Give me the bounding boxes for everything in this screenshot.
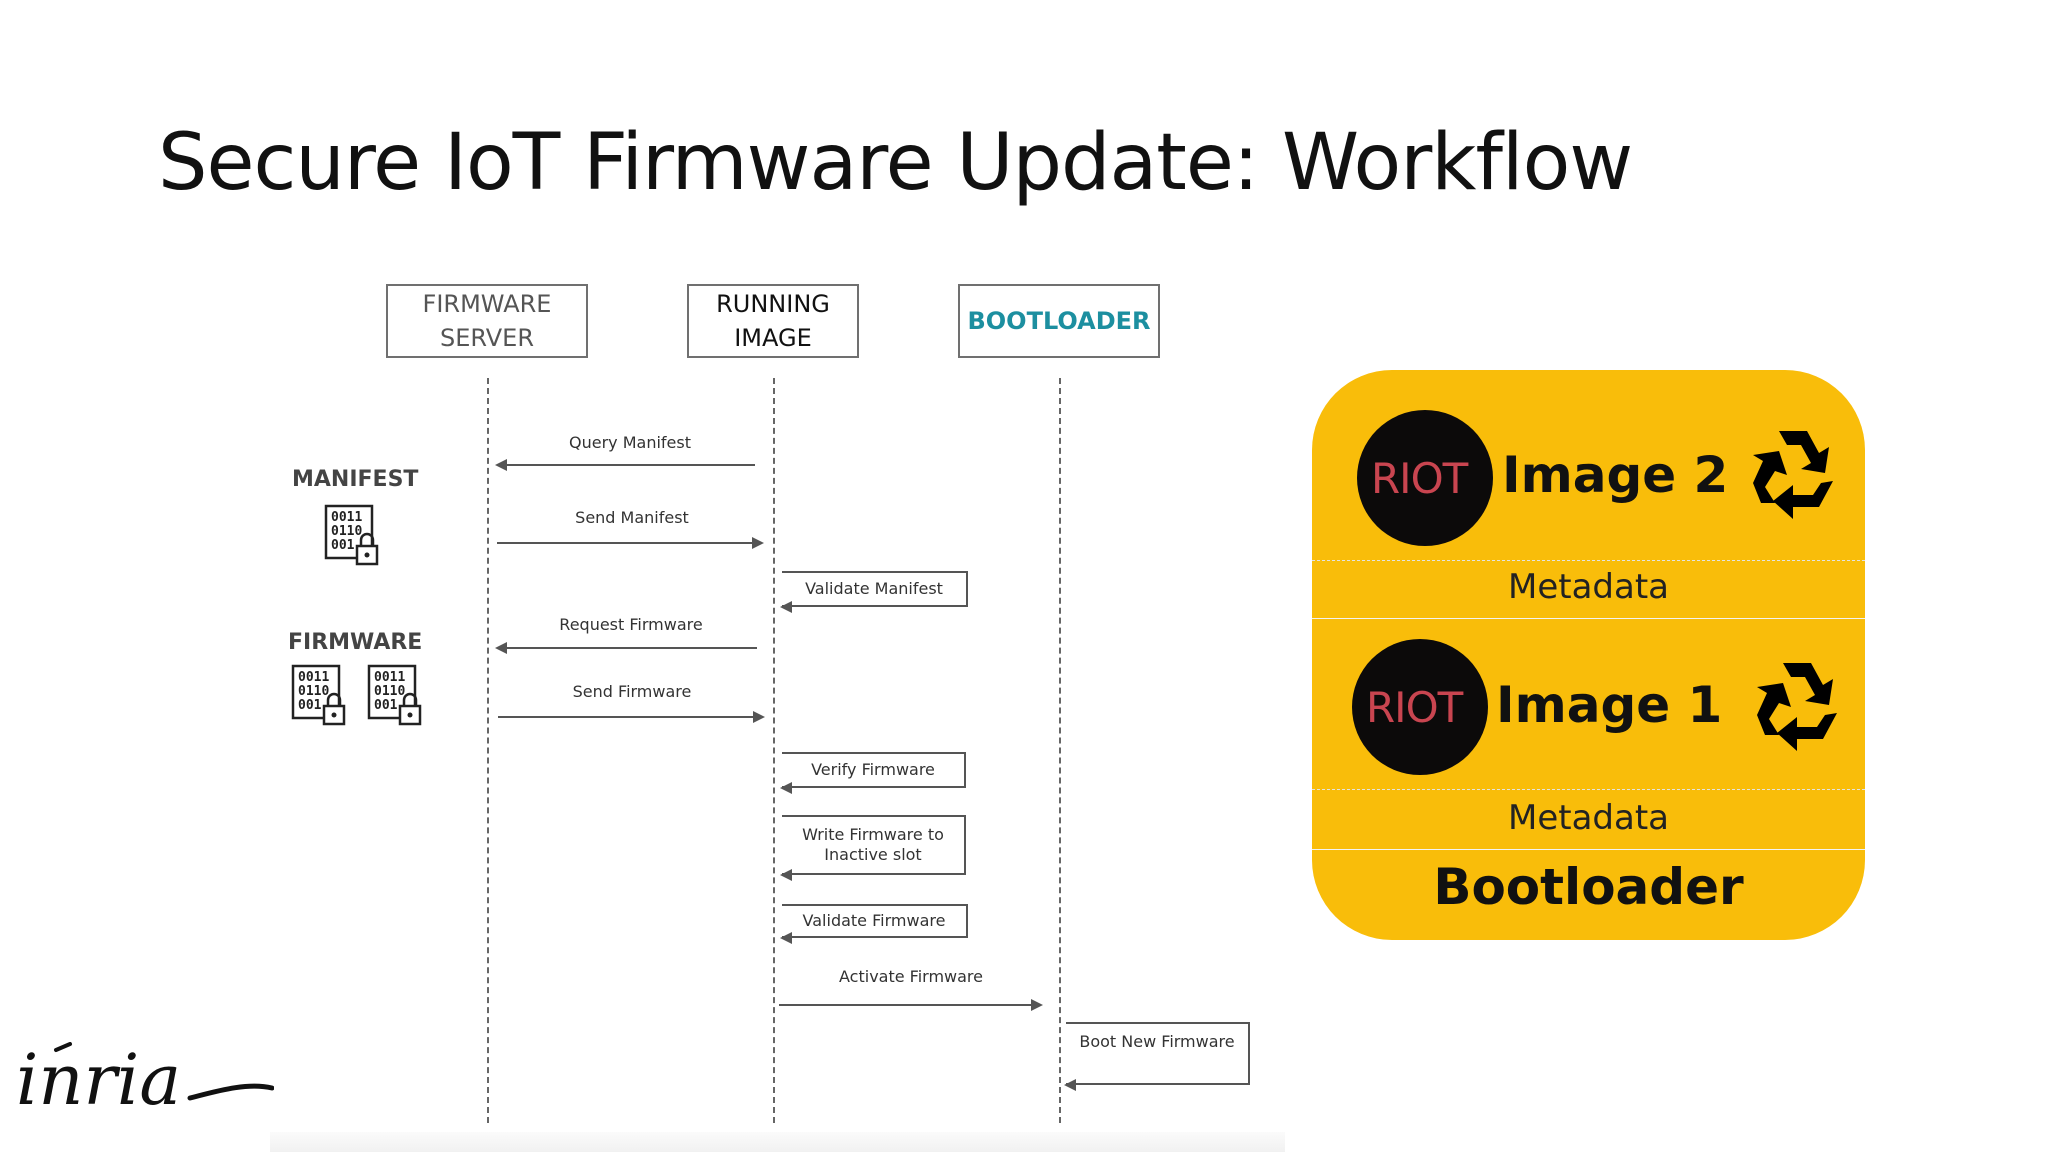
binary-line: 0011 xyxy=(374,670,405,685)
riot-logo-image1: RIOT xyxy=(1352,639,1488,775)
separator xyxy=(1312,560,1865,561)
bootloader-region-label: Bootloader xyxy=(1433,858,1744,916)
riot-logo-text: RIOT xyxy=(1366,683,1463,732)
firmware-label: FIRMWARE xyxy=(288,630,423,655)
bottom-strip xyxy=(270,1132,1285,1152)
separator xyxy=(1312,849,1865,850)
lane-firmware-server-label: FIRMWARE SERVER xyxy=(422,290,552,352)
memory-layout-panel: RIOT Image 2 Metadata RIOT Image 1 Metad xyxy=(1312,370,1865,940)
lane-bootloader-label: BOOTLOADER xyxy=(967,307,1151,335)
slide-title: Secure IoT Firmware Update: Workflow xyxy=(158,118,1633,208)
binary-line: 0110 xyxy=(374,684,405,699)
lifeline-running-image xyxy=(773,378,775,1123)
message-query-manifest-arrow xyxy=(495,459,755,471)
message-validate-firmware: Validate Firmware xyxy=(780,904,968,944)
binary-file-lock-icon: 0011 0110 001 xyxy=(367,664,422,726)
message-query-manifest-label: Query Manifest xyxy=(569,433,691,452)
binary-line: 0110 xyxy=(298,684,329,699)
lane-running-image-label: RUNNING IMAGE xyxy=(716,290,830,352)
binary-file-lock-icon: 0011 0110 001 xyxy=(291,664,346,726)
binary-line: 0110 xyxy=(331,524,362,539)
metadata-image2: Metadata xyxy=(1507,567,1669,607)
lane-running-image: RUNNING IMAGE xyxy=(687,284,859,358)
lifeline-bootloader xyxy=(1059,378,1061,1123)
message-send-manifest-arrow xyxy=(497,537,764,549)
recycle-icon xyxy=(1757,663,1837,751)
manifest-label: MANIFEST xyxy=(292,467,419,492)
metadata-image1: Metadata xyxy=(1507,798,1669,838)
message-verify-firmware: Verify Firmware xyxy=(780,752,966,794)
binary-line: 0011 xyxy=(298,670,329,685)
message-boot-new-firmware: Boot New Firmware xyxy=(1064,1022,1250,1091)
message-send-firmware-label: Send Firmware xyxy=(572,682,692,701)
message-send-manifest-label: Send Manifest xyxy=(575,508,689,527)
separator xyxy=(1312,789,1865,790)
riot-logo-image2: RIOT xyxy=(1357,410,1493,546)
inria-logo-text: inria xyxy=(16,1042,181,1121)
message-request-firmware-arrow xyxy=(495,642,757,654)
message-write-firmware: Write Firmware to Inactive slot xyxy=(780,815,966,881)
lane-firmware-server: FIRMWARE SERVER xyxy=(386,284,588,358)
binary-line: 001 xyxy=(374,698,398,713)
lane-bootloader: BOOTLOADER xyxy=(958,284,1160,358)
lifeline-firmware-server xyxy=(487,378,489,1123)
recycle-icon xyxy=(1753,431,1833,519)
riot-logo-text: RIOT xyxy=(1371,454,1468,503)
binary-file-lock-icon: 0011 0110 001 xyxy=(324,504,379,566)
image2-label: Image 2 xyxy=(1502,446,1729,504)
message-validate-manifest: Validate Manifest xyxy=(780,571,968,613)
message-activate-firmware-arrow xyxy=(779,999,1043,1011)
message-send-firmware-arrow xyxy=(498,711,765,723)
image1-label: Image 1 xyxy=(1496,676,1723,734)
message-activate-firmware-label: Activate Firmware xyxy=(839,967,983,986)
binary-line: 0011 xyxy=(331,510,362,525)
separator xyxy=(1312,618,1865,619)
binary-line: 001 xyxy=(331,538,355,553)
inria-logo: inria xyxy=(16,1042,274,1121)
message-request-firmware-label: Request Firmware xyxy=(559,615,703,634)
binary-line: 001 xyxy=(298,698,322,713)
